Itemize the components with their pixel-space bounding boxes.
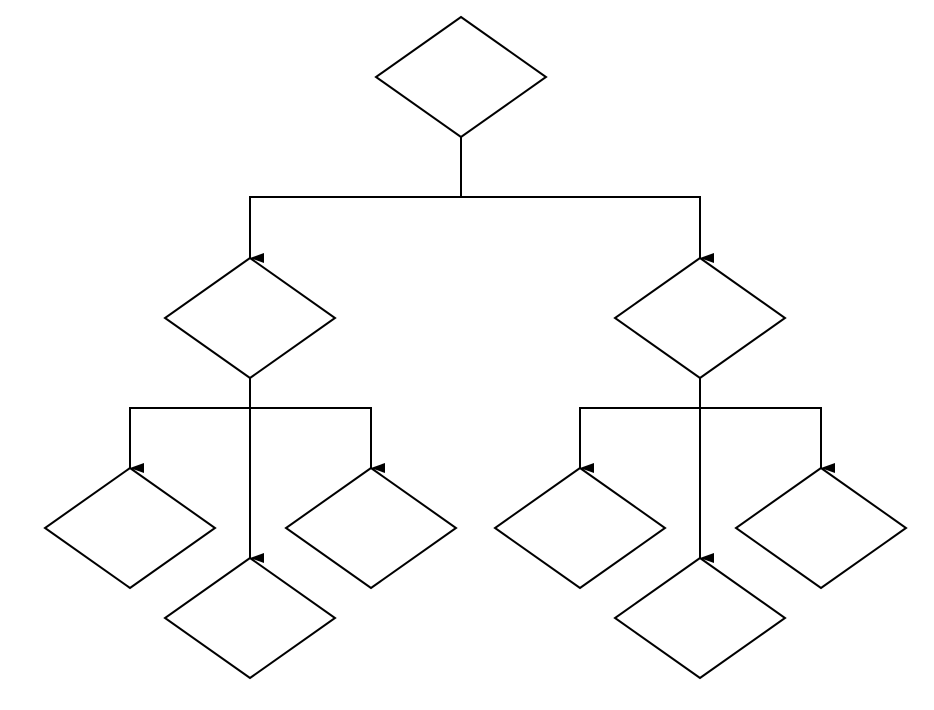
connector-layer: [129, 136, 835, 563]
decision-node-left-c: [284, 466, 458, 590]
diamond-shape: [493, 466, 667, 590]
diamond-shape: [374, 15, 548, 139]
connector-right-to-right-c: [699, 407, 835, 473]
diamond-shape: [613, 256, 787, 380]
decision-node-right-c: [734, 466, 908, 590]
diamond-shape: [43, 466, 217, 590]
decision-node-root: [374, 15, 548, 139]
connector-left-to-left-c: [249, 407, 385, 473]
decision-node-left-a: [43, 466, 217, 590]
decision-node-right-a: [493, 466, 667, 590]
connector-left-to-left-a: [129, 407, 251, 473]
decision-node-left: [163, 256, 337, 380]
diamond-shape: [613, 556, 787, 680]
node-layer: [43, 15, 908, 680]
decision-node-left-b: [163, 556, 337, 680]
connector-root-to-right: [460, 196, 714, 263]
connector-right-to-right-a: [579, 407, 701, 473]
diamond-shape: [284, 466, 458, 590]
diamond-shape: [163, 556, 337, 680]
decision-node-right-b: [613, 556, 787, 680]
diamond-shape: [163, 256, 337, 380]
diamond-shape: [734, 466, 908, 590]
connector-root-to-left: [249, 196, 462, 263]
decision-node-right: [613, 256, 787, 380]
